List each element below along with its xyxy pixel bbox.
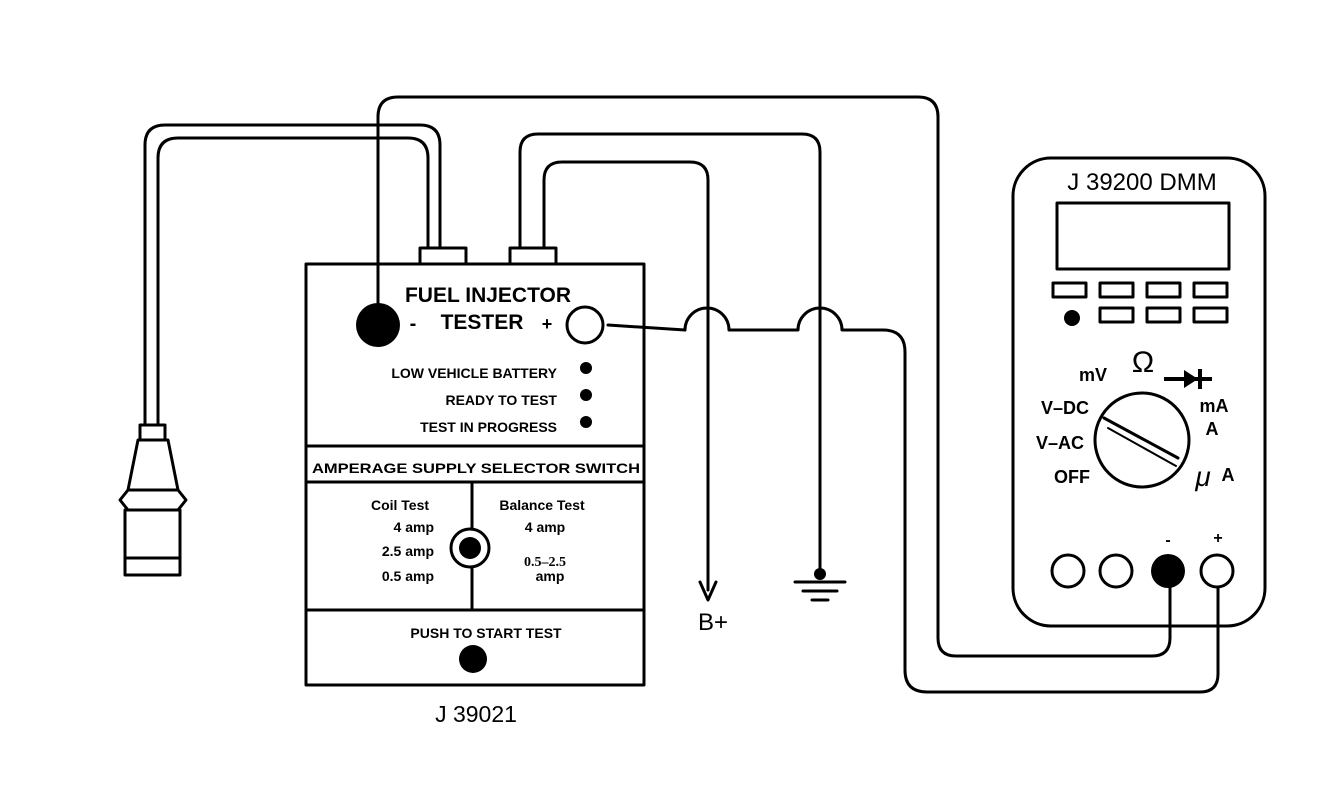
dmm-jack-2[interactable]	[1098, 553, 1134, 589]
dmm-jack-minus-label: -	[1165, 532, 1170, 549]
dmm-negative-lead	[376, 95, 1172, 658]
injector-connector	[118, 423, 188, 577]
injector-harness-wire-inner	[156, 136, 430, 427]
dmm-body	[1011, 156, 1267, 628]
balance-test-range: 0.5–2.5	[524, 555, 566, 570]
dmm-key[interactable]	[1145, 281, 1182, 299]
balance-test-heading: Balance Test	[499, 497, 585, 513]
battery-positive-label: B+	[698, 609, 728, 636]
indicator-label: READY TO TEST	[445, 392, 557, 408]
dial-label-a: A	[1206, 419, 1219, 439]
dmm-key[interactable]	[1192, 306, 1229, 324]
dial-label-vdc: V–DC	[1041, 398, 1089, 418]
tester-minus-jack[interactable]	[356, 303, 400, 347]
tester-minus-label: -	[410, 313, 417, 335]
dial-label-off: OFF	[1054, 467, 1090, 487]
dmm-key[interactable]	[1192, 281, 1229, 299]
battery-positive-wire	[542, 160, 710, 592]
indicator-label: TEST IN PROGRESS	[420, 419, 557, 435]
tester-title-line2: TESTER	[441, 311, 524, 334]
dmm-rotary-dial[interactable]	[1093, 391, 1191, 489]
dmm-key[interactable]	[1098, 281, 1135, 299]
ground-wire	[518, 132, 822, 574]
dial-label-ua: A	[1222, 465, 1235, 485]
tester-plus-jack[interactable]	[565, 305, 605, 345]
indicator-ready-to-test	[580, 389, 592, 401]
selector-switch-knob	[459, 537, 481, 559]
push-to-start-label: PUSH TO START TEST	[410, 625, 562, 641]
dmm-key[interactable]	[1098, 306, 1135, 324]
indicator-label: LOW VEHICLE BATTERY	[391, 365, 557, 381]
dmm-jack-1[interactable]	[1050, 553, 1086, 589]
fuel-injector-tester-body	[304, 262, 646, 687]
tester-plus-label: +	[542, 314, 553, 334]
dmm-jack-positive[interactable]	[1199, 553, 1235, 589]
balance-test-range-unit: amp	[536, 568, 565, 584]
dmm-jack-plus-label: +	[1213, 530, 1222, 547]
tester-cable-socket-left	[418, 246, 468, 266]
injector-harness-wire	[143, 123, 442, 427]
dial-label-ma: mA	[1199, 396, 1228, 416]
coil-test-value: 2.5 amp	[382, 543, 434, 559]
tester-part-number: J 39021	[435, 701, 517, 727]
tester-title-line1: FUEL INJECTOR	[405, 284, 571, 307]
ground-junction-dot	[814, 568, 826, 580]
indicator-test-in-progress	[580, 416, 592, 428]
coil-test-value: 4 amp	[394, 519, 434, 535]
battery-arrow-icon	[698, 580, 718, 602]
tester-cable-socket-right	[508, 246, 558, 266]
dial-label-vac: V–AC	[1036, 433, 1084, 453]
indicator-low-battery	[580, 362, 592, 374]
dial-label-ohm: Ω	[1132, 346, 1154, 379]
diode-icon	[1164, 369, 1212, 389]
dmm-display	[1055, 201, 1231, 271]
dmm-key[interactable]	[1145, 306, 1182, 324]
selector-title: AMPERAGE SUPPLY SELECTOR SWITCH	[312, 460, 640, 476]
coil-test-value: 0.5 amp	[382, 568, 434, 584]
dmm-power-button[interactable]	[1064, 310, 1080, 326]
dmm-jack-negative[interactable]	[1151, 554, 1185, 588]
dial-label-micro: μ	[1194, 461, 1210, 492]
dial-label-mv: mV	[1079, 365, 1107, 385]
ground-symbol-icon	[793, 580, 847, 602]
dmm-positive-lead	[606, 306, 1220, 694]
dmm-title: J 39200 DMM	[1067, 169, 1216, 196]
dmm-dial-pointer	[1102, 416, 1180, 460]
start-test-button[interactable]	[459, 645, 487, 673]
dmm-key[interactable]	[1051, 281, 1088, 299]
coil-test-heading: Coil Test	[371, 497, 429, 513]
balance-test-value: 4 amp	[525, 519, 565, 535]
